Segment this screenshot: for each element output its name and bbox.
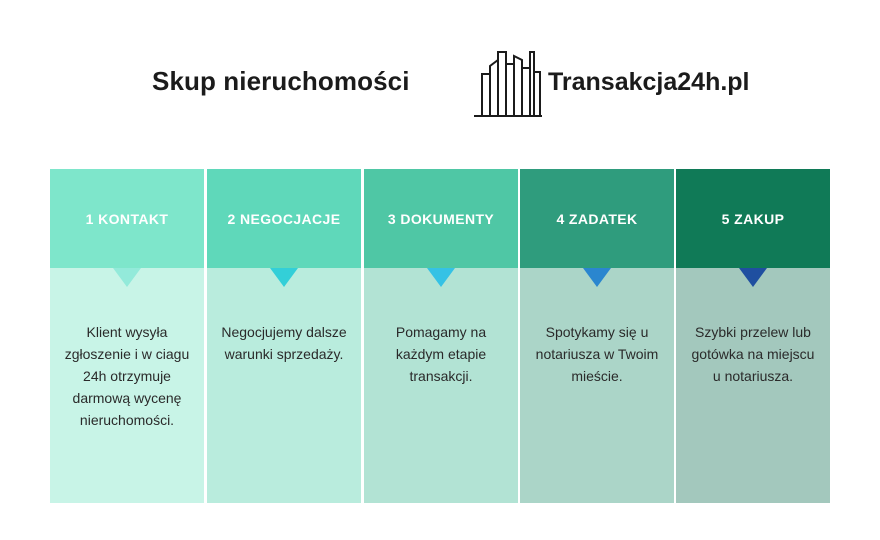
step-2-label: 2 NEGOCJACJE [227, 210, 341, 227]
step-1-label: 1 KONTAKT [85, 210, 169, 227]
step-5-header: 5 ZAKUP [676, 169, 830, 268]
step-1-body [50, 268, 204, 503]
step-3-description: Pomagamy na każdym etapie transakcji. [395, 324, 487, 384]
logo-wordmark: Transakcja24h.pl [548, 68, 750, 96]
step-5-label: 5 ZAKUP [721, 210, 785, 227]
step-4-arrow-icon [583, 268, 611, 287]
city-skyline-icon [474, 51, 542, 117]
step-2-body [207, 268, 361, 503]
step-2: 2 NEGOCJACJE Negocjujemy dalsze warunki … [207, 169, 361, 503]
step-5-arrow-icon [739, 268, 767, 287]
step-2-arrow-icon [270, 268, 298, 287]
step-2-description: Negocjujemy dalsze warunki sprzedaży. [221, 324, 347, 362]
step-1-description: Klient wysyła zgłoszenie i w ciagu 24h o… [64, 324, 190, 428]
step-4-header: 4 ZADATEK [520, 169, 674, 268]
step-3-body [364, 268, 518, 503]
step-5-body [676, 268, 830, 503]
step-1-header: 1 KONTAKT [50, 169, 204, 268]
page-title: Skup nieruchomości [152, 66, 410, 96]
step-1: 1 KONTAKT Klient wysyła zgłoszenie i w c… [50, 169, 204, 503]
step-5-description: Szybki przelew lub gotówka na miejscu u … [691, 324, 815, 384]
step-4-body [520, 268, 674, 503]
step-4: 4 ZADATEK Spotykamy się u notariusza w T… [520, 169, 674, 503]
step-4-description: Spotykamy się u notariusza w Twoim mieśc… [535, 324, 659, 384]
step-1-arrow-icon [113, 268, 141, 287]
step-3-header: 3 DOKUMENTY [364, 169, 518, 268]
process-steps: 1 KONTAKT Klient wysyła zgłoszenie i w c… [50, 169, 830, 503]
step-3: 3 DOKUMENTY Pomagamy na każdym etapie tr… [364, 169, 518, 503]
brand-logo: Transakcja24h.pl [472, 46, 750, 118]
step-5: 5 ZAKUP Szybki przelew lub gotówka na mi… [676, 169, 830, 503]
step-2-header: 2 NEGOCJACJE [207, 169, 361, 268]
step-3-label: 3 DOKUMENTY [387, 210, 495, 227]
step-3-arrow-icon [427, 268, 455, 287]
step-4-label: 4 ZADATEK [556, 210, 638, 227]
